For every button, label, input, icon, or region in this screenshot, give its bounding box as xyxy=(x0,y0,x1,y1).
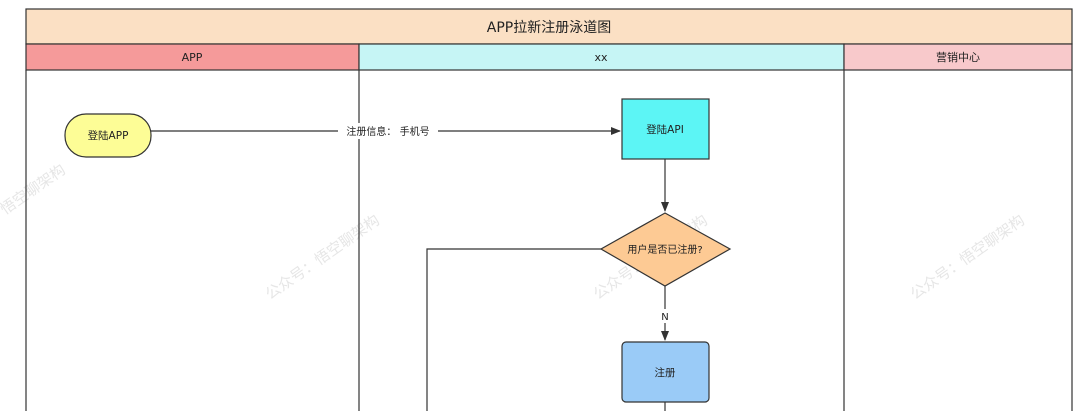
node-login-app[interactable] xyxy=(64,113,152,158)
edge-login-to-api-label: 注册信息： 手机号 xyxy=(346,125,429,138)
node-register-label: 注册 xyxy=(655,366,676,379)
lane-header-app xyxy=(25,43,360,71)
diagram-title: APP拉新注册泳道图 xyxy=(487,20,611,36)
node-register[interactable] xyxy=(621,341,710,403)
lane-header-xx xyxy=(358,43,845,71)
watermark: 公众号：悟空聊架构 xyxy=(262,211,383,303)
edge-label-bg xyxy=(659,309,671,323)
edge-decision-yes-branch xyxy=(426,248,601,411)
edge-label-bg xyxy=(338,123,438,139)
node-is-registered-label: 用户是否已注册? xyxy=(627,243,702,256)
diagram-title-bar xyxy=(25,8,1073,45)
watermark: 公众号：悟空聊架构 xyxy=(907,211,1028,303)
node-is-registered[interactable] xyxy=(599,212,732,287)
lane-header-app-label: APP xyxy=(182,51,203,64)
lane-header-marketing-label: 营销中心 xyxy=(936,50,980,64)
node-login-api-label: 登陆API xyxy=(646,123,684,136)
node-login-api[interactable] xyxy=(621,98,710,160)
lane-header-marketing xyxy=(843,43,1073,71)
node-login-app-label: 登陆APP xyxy=(88,129,129,142)
lane-header-xx-label: xx xyxy=(594,51,608,64)
watermark: 悟空聊架构 xyxy=(0,161,69,219)
edge-decision-to-register-label: N xyxy=(661,312,668,323)
watermarks: 悟空聊架构 公众号：悟空聊架构 公众号：悟空聊架构 公众号：悟空聊架构 xyxy=(0,161,1028,304)
